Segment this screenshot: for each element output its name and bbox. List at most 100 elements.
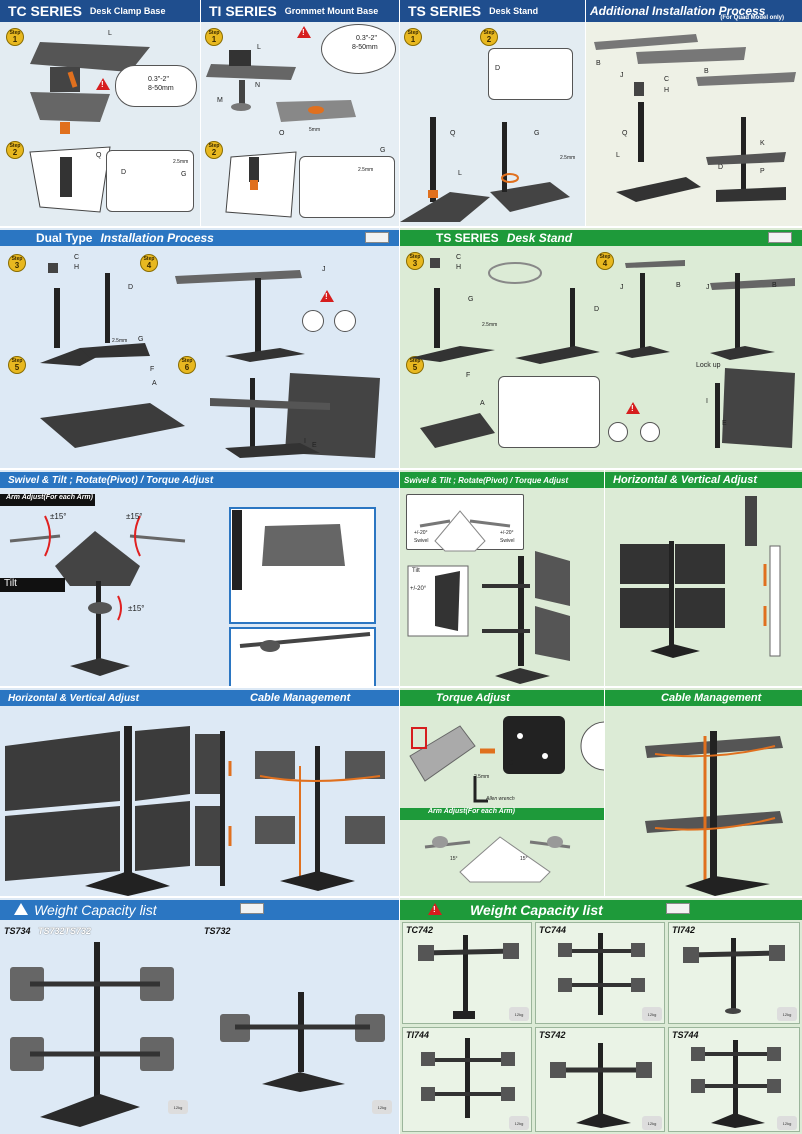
weight-box-ts742: TS742 12kg	[535, 1027, 665, 1132]
torque-deg2: 15°	[520, 856, 528, 862]
ts2-torque-inset	[498, 376, 600, 448]
ts-step2-inset: D	[488, 48, 573, 100]
swivel-left-header: Swivel & Tilt ; Rotate(Pivot) / Torque A…	[0, 472, 399, 488]
dual-label-j: J	[322, 266, 326, 273]
weight-left-illustration	[10, 942, 385, 1127]
tc-step2-inset: D G 2.5mm	[106, 150, 194, 212]
ti-subtitle: Grommet Mount Base	[284, 6, 379, 16]
add-label-h: H	[664, 87, 670, 94]
ts2-label-j1: J	[620, 284, 624, 291]
add-label-c: C	[664, 76, 670, 83]
cable-right-illustration	[645, 731, 783, 896]
weight-right-title: Weight Capacity list	[470, 902, 603, 918]
dual-illustration	[40, 263, 380, 458]
torque-illustration	[409, 716, 604, 803]
swivel-left-title: Swivel & Tilt ; Rotate(Pivot) / Torque A…	[8, 474, 214, 486]
hv-cable-left-illustration	[5, 726, 385, 896]
weight-left-model1: TS734	[4, 926, 31, 936]
tc-subtitle: Desk Clamp Base	[89, 6, 166, 16]
weight-left-model3: TS732	[204, 926, 231, 936]
dual-header-chip	[365, 232, 389, 243]
additional-header: Additional Installation Process (For Qua…	[586, 0, 802, 22]
ti-wrench: 2.5mm	[358, 167, 374, 173]
weight-right-warning-icon	[428, 903, 442, 915]
weight-box-ti742: TI742 12kg	[668, 922, 800, 1024]
ti-warning-icon	[297, 26, 311, 38]
ti-label-n: N	[255, 82, 261, 89]
ts2-label-a: A	[480, 400, 485, 407]
arm-adjust-label-bar: Arm Adjust(For each Arm)	[0, 494, 95, 506]
tc-label-l: L	[108, 30, 112, 37]
additional-title: Additional Installation Process	[590, 4, 766, 18]
hv-cable-panel-left: Horizontal & Vertical Adjust Cable Manag…	[0, 688, 399, 896]
swivel-mid-deg3: +/-20°	[410, 586, 427, 592]
ts2-label-i: I	[706, 398, 708, 405]
dual-warning-icon	[320, 290, 334, 302]
torque-title: Torque Adjust	[436, 692, 510, 704]
ts742-label: TS742	[539, 1030, 566, 1040]
dual-label-g: G	[138, 336, 144, 343]
torque-allen: Allen wrench	[486, 796, 515, 802]
weight-left-header: Weight Capacity list	[0, 900, 399, 920]
add-label-b2: B	[704, 68, 709, 75]
dual-title: Dual Type	[36, 231, 93, 245]
tc742-label: TC742	[406, 925, 434, 935]
ti-label-g: G	[380, 147, 386, 154]
ts2-label-b1: B	[676, 282, 681, 289]
hv-left-title: Horizontal & Vertical Adjust	[8, 692, 139, 704]
dual-no-icon	[334, 310, 356, 332]
dual-wrench: 2.5mm	[112, 338, 128, 344]
hv-right-header: Horizontal & Vertical Adjust	[605, 472, 802, 488]
ti744-label: TI744	[406, 1030, 430, 1040]
add-label-l: L	[616, 152, 620, 159]
weight-box-ts744: TS744 12kg	[668, 1027, 800, 1132]
ti-step2-inset: G 2.5mm	[299, 147, 395, 218]
tc-label-d: D	[121, 169, 127, 176]
tc-spec2: 8-50mm	[148, 85, 174, 92]
ti-label-l: L	[257, 44, 261, 51]
torque-arm-bar: Arm Adjust(For each Arm)	[400, 808, 604, 820]
ti-spec2: 8-50mm	[352, 44, 378, 51]
ts744-illustration	[691, 1040, 781, 1128]
torque-header: Torque Adjust	[400, 690, 604, 706]
tc-title: TC SERIES	[8, 3, 82, 19]
dual-type-header: Dual Type Installation Process	[0, 230, 399, 246]
ts2-label-f: F	[466, 372, 471, 379]
arm-adjust-label: Arm Adjust(For each Arm)	[6, 494, 93, 501]
dual-label-f: F	[150, 366, 155, 373]
hv-right-illustration	[620, 496, 781, 658]
add-label-k: K	[760, 140, 765, 147]
swivel-left-illustration	[9, 507, 376, 686]
cable-right-title: Cable Management	[661, 692, 762, 704]
tc-clamp-illustration	[29, 42, 150, 213]
torque-adjust-panel: Torque Adjust G 2.5mm Allen wrench Arm A…	[400, 688, 604, 896]
swivel-tilt-panel-left: Swivel & Tilt ; Rotate(Pivot) / Torque A…	[0, 470, 399, 686]
tc742-cap-tag: 12kg	[509, 1007, 529, 1021]
hv-adjust-panel-right: Horizontal & Vertical Adjust	[605, 470, 802, 686]
ts2-wrench: 2.5mm	[482, 322, 498, 328]
dual-label-c: C	[74, 254, 80, 261]
swivel-mid-tilt: Tilt	[412, 568, 420, 574]
weight-box-tc742: TC742 12kg	[402, 922, 532, 1024]
weight-left-cap-tag2: 12kg	[372, 1100, 392, 1114]
weight-capacity-panel-left: Weight Capacity list TS734 TS732TS732 TS…	[0, 898, 399, 1134]
dual-subtitle: Installation Process	[100, 231, 214, 245]
ts2-label-j2: J	[706, 284, 710, 291]
ts744-cap-tag: 12kg	[777, 1116, 797, 1130]
ti-series-header: TI SERIES Grommet Mount Base	[201, 0, 399, 22]
ts-label-q: Q	[450, 130, 456, 137]
ti742-cap-tag: 12kg	[777, 1007, 797, 1021]
tc-spec: 0.3"-2"	[148, 76, 169, 83]
ts744-label: TS744	[672, 1030, 699, 1040]
swivel-mid-title: Swivel & Tilt ; Rotate(Pivot) / Torque A…	[404, 475, 569, 485]
ts-desk-header: TS SERIES Desk Stand	[400, 230, 802, 246]
